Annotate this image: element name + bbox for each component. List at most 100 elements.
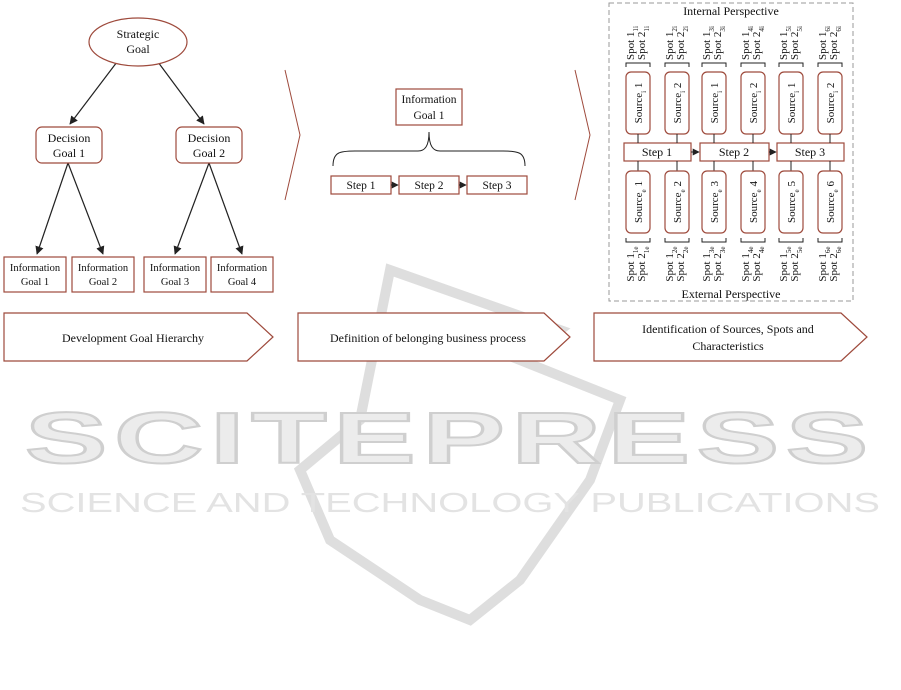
internal-spot-1-label: Spot 16i — [817, 26, 832, 60]
external-spot-bracket — [701, 238, 727, 243]
external-spot-1-label: Spot 15e — [778, 246, 793, 281]
panel-step-2-label: Step 2 — [719, 145, 749, 159]
process-brace — [332, 131, 526, 167]
internal-spot-bracket — [625, 62, 651, 67]
panel-step-3 — [776, 142, 845, 162]
external-source-box — [778, 170, 804, 234]
decision-goal-1-node — [35, 126, 103, 164]
process-info-goal-line-1: Information — [402, 94, 457, 106]
information-goal-4-line-2: Goal 4 — [228, 277, 257, 288]
panel-step-1-label: Step 1 — [642, 145, 672, 159]
phase-label-3-line-1: Identification of Sources, Spots and — [642, 322, 814, 336]
external-spot-2-label: Spot 21e — [636, 246, 651, 281]
internal-source-label: Sourcei 2 — [825, 83, 840, 124]
external-source-box — [701, 170, 727, 234]
external-spot-bracket — [740, 238, 766, 243]
external-spot-bracket — [778, 238, 804, 243]
external-spot-2-label: Spot 25e — [789, 246, 804, 281]
phase-arrow-3 — [593, 312, 868, 362]
internal-perspective-label: Internal Perspective — [683, 4, 779, 18]
information-goal-2-node — [71, 256, 135, 293]
internal-source-label: Sourcei 1 — [709, 83, 724, 124]
watermark: SCITEPRESS SCIENCE AND TECHNOLOGY PUBLIC… — [20, 263, 880, 626]
phase-label-2: Definition of belonging business process — [330, 331, 526, 345]
phase-arrows: Development Goal Hierarchy Definition of… — [3, 312, 868, 362]
external-spot-bracket — [625, 238, 651, 243]
information-goal-1-line-2: Goal 1 — [21, 277, 49, 288]
phase-arrow-1 — [3, 312, 274, 362]
internal-spot-bracket — [740, 62, 766, 67]
internal-spot-2-label: Spot 22i — [675, 26, 690, 60]
process-step-3-label: Step 3 — [482, 180, 511, 192]
strategic-goal-line-1: Strategic — [117, 27, 160, 41]
process-information-goal-node — [395, 88, 463, 126]
internal-source-label: Sourcei 2 — [748, 83, 763, 124]
information-goal-3-line-1: Information — [150, 263, 201, 274]
internal-source-label: Sourcei 1 — [633, 83, 648, 124]
external-perspective-label: External Perspective — [682, 287, 781, 301]
strategic-goal-line-2: Goal — [126, 42, 150, 56]
sources-panel: Internal Perspective External Perspectiv… — [608, 2, 854, 302]
internal-source-label: Sourcei 2 — [672, 83, 687, 124]
panel-step-3-label: Step 3 — [795, 145, 825, 159]
external-source-box — [740, 170, 766, 234]
external-source-box — [664, 170, 690, 234]
information-goal-4-line-1: Information — [217, 263, 268, 274]
internal-spot-1-label: Spot 12i — [664, 26, 679, 60]
external-source-label: Sourcee 1 — [633, 181, 648, 223]
external-spot-1-label: Spot 12e — [664, 246, 679, 281]
external-source-box — [625, 170, 651, 234]
phase-label-3-line-2: Characteristics — [692, 339, 764, 353]
decision-goal-2-node — [175, 126, 243, 164]
process-step-2-label: Step 2 — [414, 180, 443, 192]
information-goal-4-node — [210, 256, 274, 293]
external-spot-bracket — [817, 238, 843, 243]
internal-source-label: Sourcei 1 — [786, 83, 801, 124]
external-source-box — [817, 170, 843, 234]
internal-spot-bracket — [701, 62, 727, 67]
external-source-label: Sourcee 4 — [748, 181, 763, 223]
external-spot-1-label: Spot 13e — [701, 246, 716, 281]
internal-spot-1-label: Spot 11i — [625, 26, 640, 60]
external-spot-2-label: Spot 24e — [751, 246, 766, 281]
internal-spot-2-label: Spot 25i — [789, 26, 804, 60]
information-goal-1-node — [3, 256, 67, 293]
external-spot-1-label: Spot 11e — [625, 246, 640, 281]
process-step-3 — [466, 175, 528, 195]
perspective-frame — [608, 2, 854, 302]
internal-spot-2-label: Spot 24i — [751, 26, 766, 60]
watermark-subtitle: SCIENCE AND TECHNOLOGY PUBLICATIONS — [20, 487, 880, 518]
chevron-icon-1 — [284, 69, 301, 201]
internal-spot-bracket — [664, 62, 690, 67]
strategic-goal-node — [88, 17, 188, 67]
internal-spot-1-label: Spot 15i — [778, 26, 793, 60]
information-goal-3-node — [143, 256, 207, 293]
internal-spot-1-label: Spot 13i — [701, 26, 716, 60]
external-spot-1-label: Spot 16e — [817, 246, 832, 281]
internal-spot-2-label: Spot 26i — [828, 26, 843, 60]
information-goal-2-line-2: Goal 2 — [89, 277, 117, 288]
external-source-label: Sourcee 5 — [786, 181, 801, 223]
process-info-goal-line-2: Goal 1 — [414, 110, 445, 122]
chevron-icon-2 — [574, 69, 591, 201]
information-goal-2-line-1: Information — [78, 263, 129, 274]
external-source-label: Sourcee 6 — [825, 181, 840, 223]
information-goal-1-line-1: Information — [10, 263, 61, 274]
external-source-label: Sourcee 3 — [709, 181, 724, 223]
information-goal-3-line-2: Goal 3 — [161, 277, 189, 288]
phase-label-1: Development Goal Hierarchy — [62, 331, 204, 345]
internal-spot-bracket — [778, 62, 804, 67]
business-process: Information Goal 1 Step 1 Step 2 Step 3 — [330, 88, 528, 195]
external-spot-2-label: Spot 22e — [675, 246, 690, 281]
internal-spot-2-label: Spot 21i — [636, 26, 651, 60]
external-spot-bracket — [664, 238, 690, 243]
decision-goal-1-line-1: Decision — [48, 131, 91, 145]
external-spot-2-label: Spot 23e — [712, 246, 727, 281]
goal-hierarchy: Strategic Goal Decision Goal 1 Decision … — [3, 17, 274, 293]
internal-spot-2-label: Spot 23i — [712, 26, 727, 60]
internal-spot-1-label: Spot 14i — [740, 26, 755, 60]
process-step-1-label: Step 1 — [346, 180, 375, 192]
